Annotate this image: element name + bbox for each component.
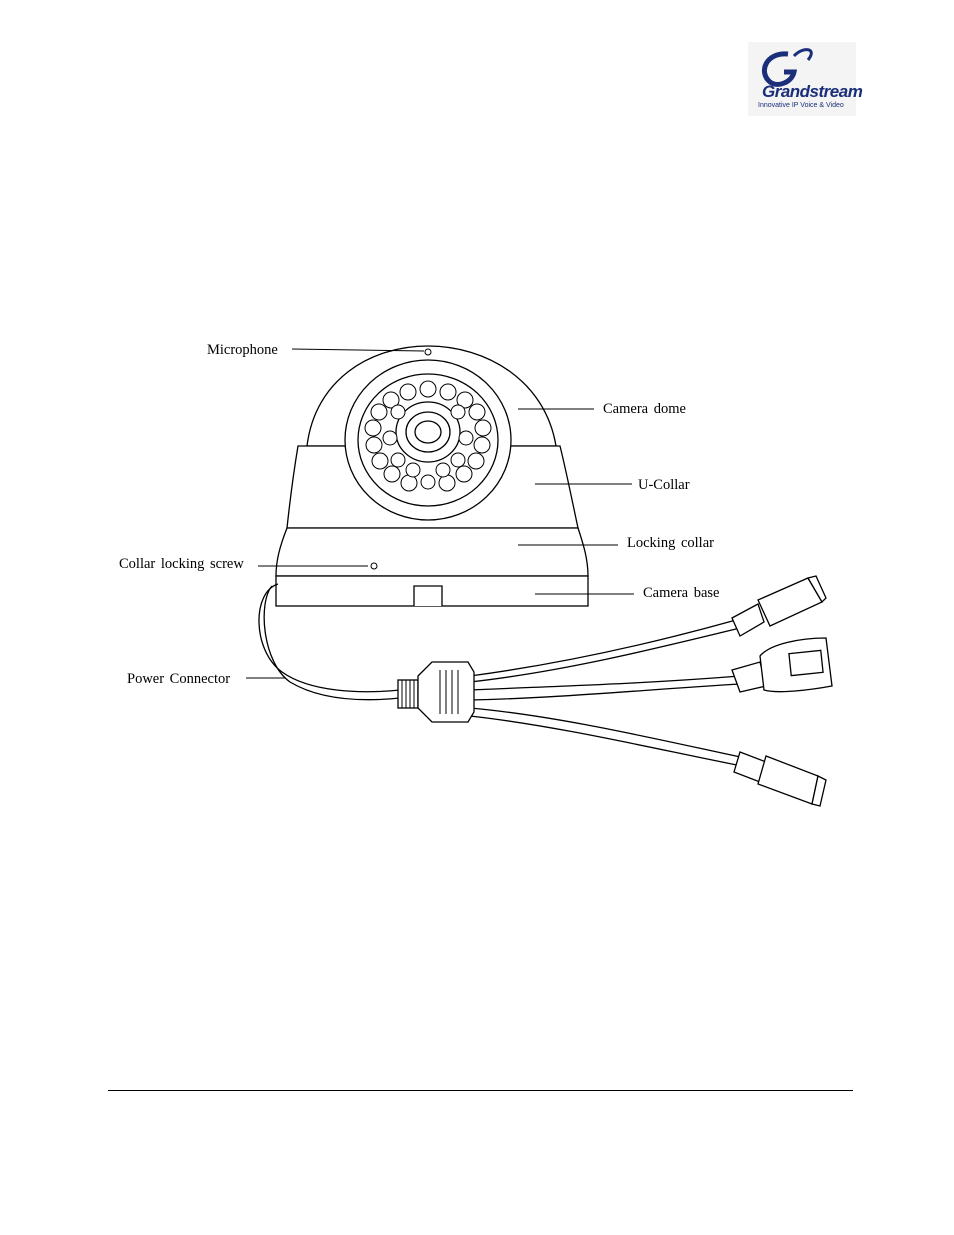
ir-led-ring — [364, 380, 492, 492]
label-microphone: Microphone — [207, 342, 278, 358]
logo-brand-text: Grandstream — [762, 82, 863, 101]
logo-g-mark-icon — [762, 48, 813, 87]
collar-screw-hole — [370, 562, 378, 570]
logo-tagline: Innovative IP Voice & Video — [758, 102, 844, 109]
grandstream-logo: Grandstream Innovative IP Voice & Video — [748, 42, 863, 116]
callout-leader-lines — [246, 348, 634, 679]
label-locking-collar: Locking collar — [627, 535, 714, 551]
base-notch — [413, 585, 443, 606]
microphone-hole — [424, 348, 432, 356]
label-camera-dome: Camera dome — [603, 401, 686, 417]
rj45-connector — [731, 637, 833, 693]
cable-splitter — [397, 661, 475, 723]
label-u-collar: U-Collar — [638, 477, 690, 493]
label-camera-base: Camera base — [643, 585, 720, 601]
camera-lens — [414, 420, 442, 444]
footer-divider — [108, 1090, 853, 1091]
label-collar-locking-screw: Collar locking screw — [119, 556, 244, 572]
av-jack-connector — [733, 751, 827, 807]
dc-jack-connector — [731, 575, 827, 637]
power-cable — [258, 583, 746, 767]
label-power-connector: Power Connector — [127, 671, 231, 687]
locking-collar-shape — [275, 527, 589, 577]
